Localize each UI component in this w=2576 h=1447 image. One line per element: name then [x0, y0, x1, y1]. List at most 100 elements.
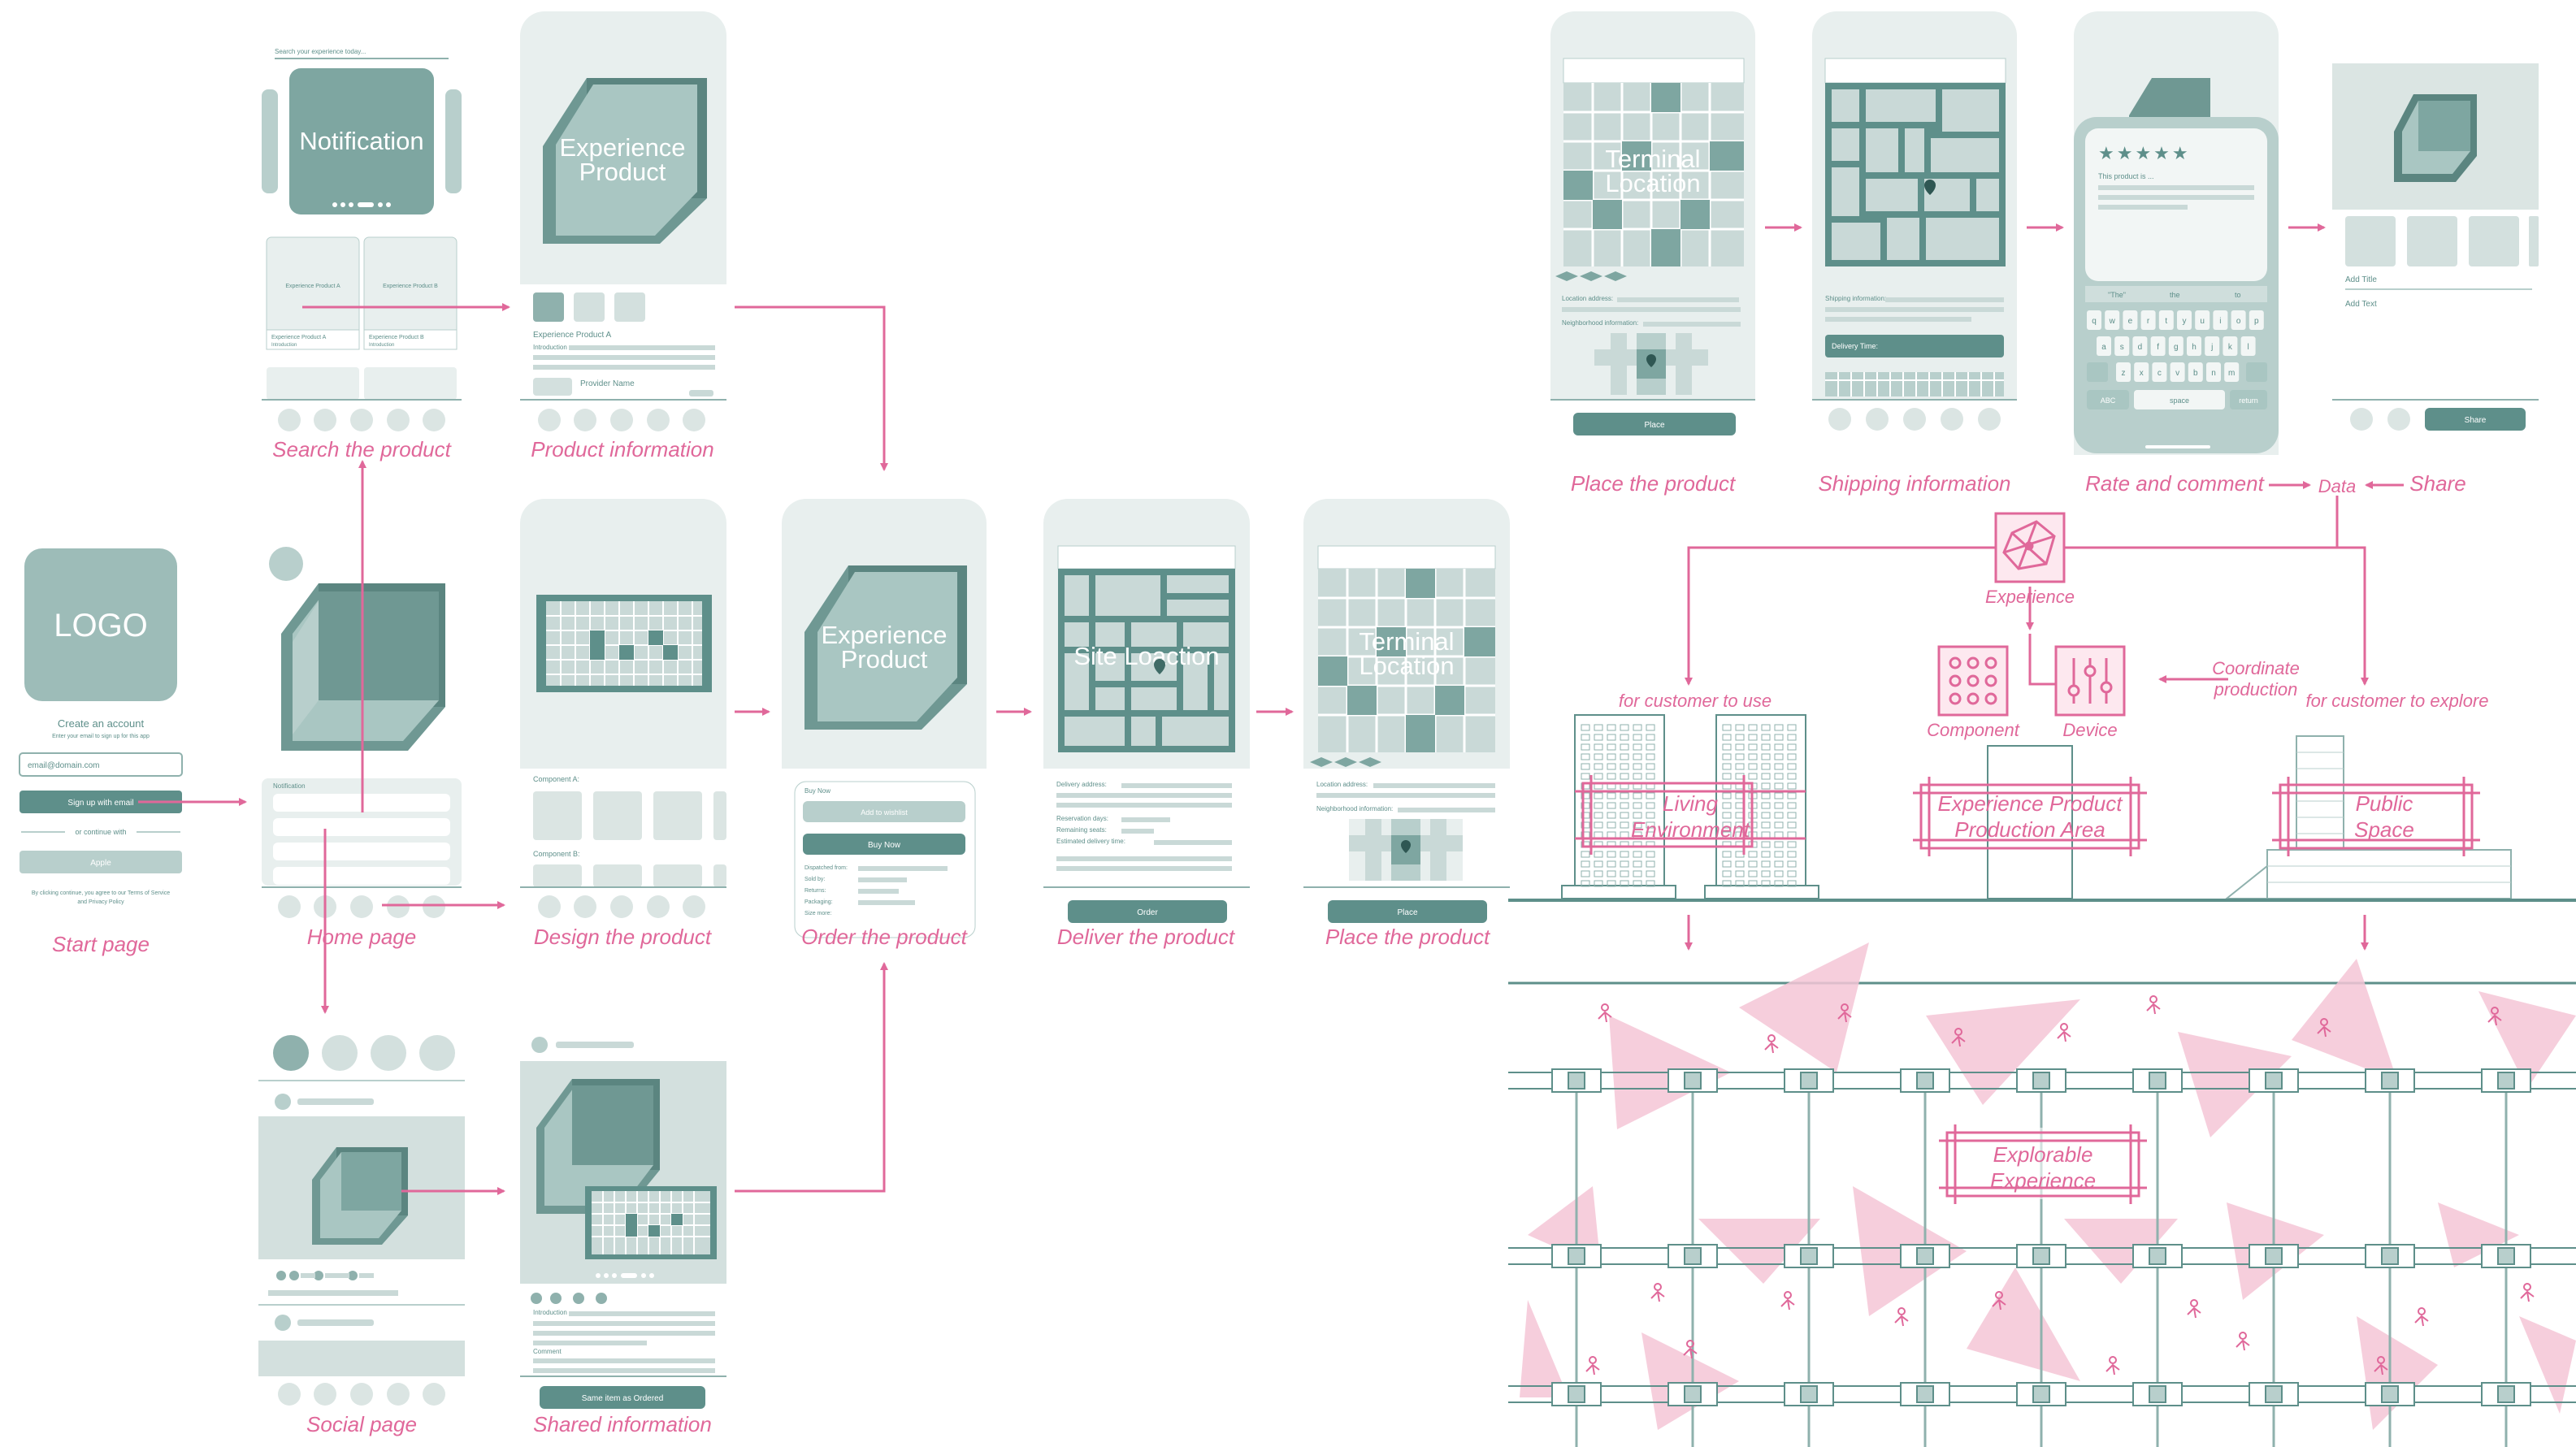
public-label-1: Public	[2356, 791, 2413, 816]
living-label-1: Living	[1663, 791, 1718, 816]
key-a[interactable]	[2097, 336, 2111, 356]
key-q[interactable]	[2087, 310, 2101, 330]
coordinate-label-1: Coordinate	[2212, 658, 2300, 678]
key-y[interactable]	[2177, 310, 2192, 330]
key-e[interactable]	[2123, 310, 2138, 330]
place-button-top[interactable]	[1573, 413, 1736, 435]
key-label-v: v	[2175, 369, 2179, 378]
avatar[interactable]	[269, 547, 303, 581]
card-b-intro: Introduction	[369, 343, 394, 348]
key-return[interactable]	[2230, 390, 2267, 409]
caption-product-info: Product information	[531, 437, 713, 461]
key-g[interactable]	[2168, 336, 2184, 356]
key-label-s: s	[2120, 343, 2124, 352]
key-x[interactable]	[2134, 362, 2149, 382]
thumb-3[interactable]	[614, 292, 645, 322]
add-text-field[interactable]: Add Text	[2345, 300, 2377, 309]
terminal-top-line-2: Location	[1605, 169, 1700, 197]
email-field[interactable]	[19, 752, 183, 777]
add-title-field[interactable]: Add Title	[2345, 275, 2377, 284]
same-item-button[interactable]	[540, 1386, 705, 1409]
map-pin-icon	[1154, 659, 1165, 674]
key-i[interactable]	[2213, 310, 2228, 330]
shift-key[interactable]	[2087, 362, 2108, 382]
key-z[interactable]	[2116, 362, 2131, 382]
key-o[interactable]	[2231, 310, 2246, 330]
bottom-nav-dots[interactable]	[278, 409, 445, 431]
key-f[interactable]	[2150, 336, 2166, 356]
key-r[interactable]	[2140, 310, 2156, 330]
key-u[interactable]	[2195, 310, 2210, 330]
site-map	[1058, 569, 1235, 752]
key-n[interactable]	[2206, 362, 2221, 382]
cube-icon	[543, 78, 707, 244]
data-node: Data	[2318, 476, 2356, 496]
search-screen: Search your experience today... Notifica…	[262, 48, 462, 461]
key-label-m: m	[2228, 369, 2235, 378]
order-button[interactable]	[1068, 900, 1227, 923]
people-icons	[1585, 995, 2535, 1376]
key-label-l: l	[2247, 343, 2249, 352]
delivery-time-field[interactable]	[1825, 335, 2004, 357]
caption-social: Social page	[306, 1412, 417, 1436]
signup-email-button[interactable]	[20, 791, 182, 813]
thumb-1[interactable]	[533, 292, 564, 322]
notification-label: Notification	[273, 782, 306, 790]
key-p[interactable]	[2249, 310, 2264, 330]
flow-arrows	[138, 303, 1294, 1195]
key-label-r: r	[2147, 317, 2150, 326]
thumb-2[interactable]	[574, 292, 605, 322]
share-button[interactable]	[2425, 408, 2526, 431]
wishlist-button[interactable]	[803, 801, 965, 822]
key-s[interactable]	[2114, 336, 2130, 356]
key-label-y: y	[2183, 317, 2187, 326]
for-customer-explore-label: for customer to explore	[2306, 691, 2489, 711]
caption-shipping: Shipping information	[1818, 471, 2010, 496]
backspace-key[interactable]	[2246, 362, 2267, 382]
pin-icon	[1401, 840, 1411, 853]
living-frame	[1575, 775, 1806, 855]
key-k[interactable]	[2223, 336, 2238, 356]
key-label-h: h	[2192, 343, 2197, 352]
key-w[interactable]	[2105, 310, 2120, 330]
key-b[interactable]	[2188, 362, 2203, 382]
key-h[interactable]	[2187, 336, 2201, 356]
network-cube-icon	[2002, 520, 2056, 570]
key-space[interactable]	[2134, 390, 2225, 409]
component-label: Component	[1927, 720, 2020, 740]
order-row-3: Returns:	[804, 888, 826, 894]
neighborhood-grid	[1349, 819, 1463, 881]
cube-icon-share	[2394, 94, 2477, 182]
suggestion-3[interactable]: to	[2235, 291, 2241, 299]
living-label-2: Environment	[1631, 817, 1751, 842]
key-c[interactable]	[2152, 362, 2167, 382]
order-row-2: Sold by:	[804, 877, 825, 882]
same-item-button-label: Same item as Ordered	[582, 1394, 664, 1403]
buy-now-button[interactable]	[803, 834, 965, 855]
grid-panel-icon	[536, 595, 712, 692]
terms-text-2: and Privacy Policy	[77, 899, 124, 905]
star-rating-icon[interactable]: ★★★★★	[2098, 144, 2191, 164]
place-button-mid[interactable]	[1328, 900, 1487, 923]
apple-signin-button[interactable]	[20, 851, 182, 873]
shipping-info-label: Shipping information:	[1825, 295, 1886, 302]
key-t[interactable]	[2158, 310, 2174, 330]
key-label-p: p	[2254, 317, 2259, 326]
structural-grid	[1508, 1068, 2576, 1447]
suggestion-1[interactable]: "The"	[2108, 291, 2126, 299]
key-l[interactable]	[2240, 336, 2256, 356]
notification-banner[interactable]	[289, 68, 434, 214]
key-d[interactable]	[2132, 336, 2148, 356]
key-v[interactable]	[2170, 362, 2185, 382]
suggestion-2[interactable]: the	[2170, 291, 2180, 299]
public-space: Public Space	[2224, 735, 2512, 899]
terminal-line-1: Terminal	[1359, 627, 1454, 656]
experience-node: Experience	[1985, 512, 2075, 607]
key-abc[interactable]	[2087, 390, 2129, 409]
key-m[interactable]	[2224, 362, 2240, 382]
product-title: Experience Product A	[533, 331, 611, 340]
reservation-days-label: Reservation days:	[1056, 815, 1108, 822]
key-j[interactable]	[2205, 336, 2220, 356]
key-label-w: w	[2109, 317, 2116, 326]
